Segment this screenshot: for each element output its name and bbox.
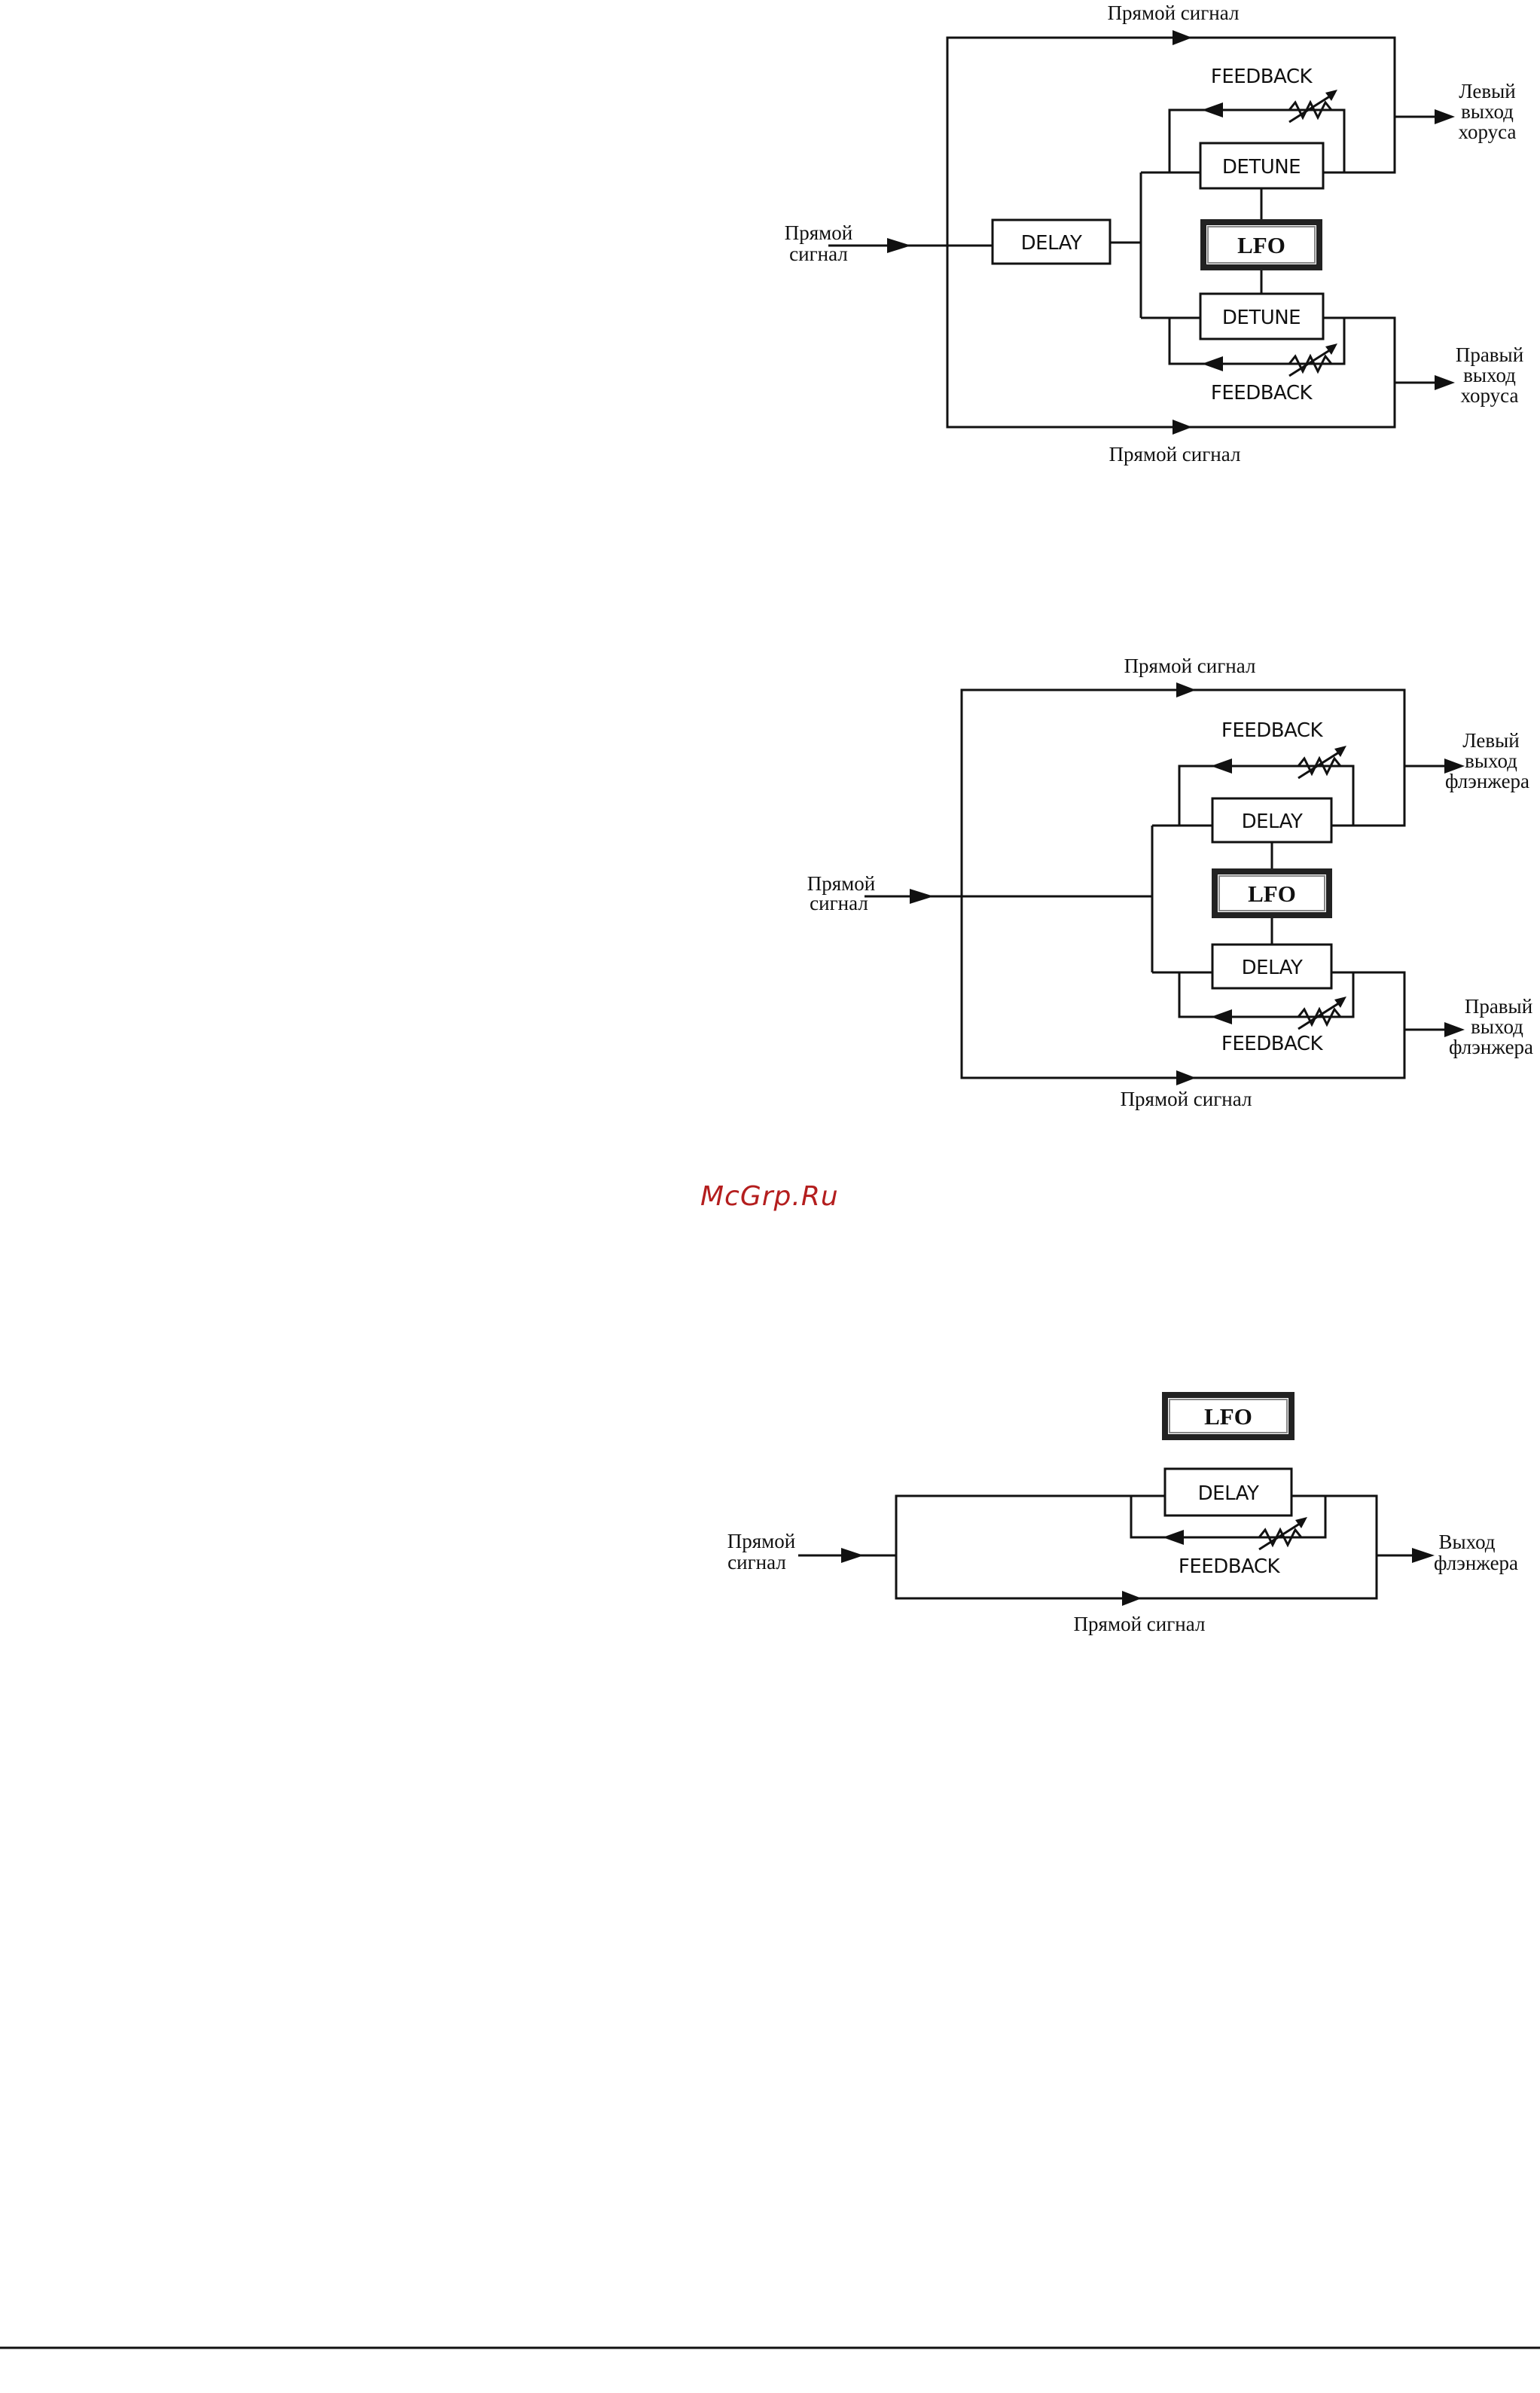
chorus-out-left-1: Левый [1459,80,1515,102]
chorus-dry-top-arrow [1173,30,1192,45]
chorus-feedback-bottom-label: FEEDBACK [1211,382,1313,404]
stereo-flanger-lfo-label: LFO [1248,881,1296,907]
chorus-feedback-bottom-loop [1168,316,1346,365]
mono-flanger-lfo-box [1162,1392,1295,1440]
stereo-flanger-input-label-1: Прямой [807,872,875,895]
chorus-dry-bottom-label: Прямой сигнал [1109,443,1241,465]
stereo-flanger-dry-bottom-label: Прямой сигнал [1121,1088,1252,1110]
mono-flanger-dry-bottom-label: Прямой сигнал [1074,1613,1206,1635]
mono-flanger-input-label-1: Прямой [727,1530,795,1552]
stereo-flanger-delay-top-box [1211,797,1333,844]
chorus-feedback-bottom-pot-icon [1288,343,1337,377]
stereo-flanger-delay-bottom-box [1211,943,1333,990]
mono-flanger-dry-path [895,1494,1165,1555]
stereo-flanger-input-label-2: сигнал [810,892,868,914]
chorus-lfo-label: LFO [1237,232,1285,258]
mono-flanger-lfo-label: LFO [1204,1403,1252,1430]
chorus-dry-path [946,36,1396,242]
mono-flanger-output-arrow [1412,1548,1435,1563]
stereo-flanger-out-left-2: выход [1465,749,1517,772]
stereo-flanger-dry-top-label: Прямой сигнал [1124,655,1256,677]
chorus-out-left-2: выход [1461,100,1514,123]
chorus-out-right-1: Правый [1456,343,1523,366]
chorus-input-label-1: Прямой [785,221,852,244]
chorus-feedback-top-label: FEEDBACK [1211,66,1313,88]
mono-flanger-delay-label: DELAY [1198,1482,1259,1505]
chorus-out-right-2: выход [1463,364,1516,386]
chorus-lfo-box [1200,219,1322,270]
chorus-diagram: DELAY DETUNE DETUNE LFO FEEDBACK FEEDBAC… [785,2,1523,465]
chorus-dry-top-label: Прямой сигнал [1108,2,1240,24]
stereo-flanger-delay-bottom-label: DELAY [1242,957,1303,979]
chorus-delay-label: DELAY [1021,232,1082,255]
mono-flanger-input-label-2: сигнал [727,1551,786,1573]
mono-flanger-output-label-2: флэнжера [1434,1552,1518,1574]
mono-flanger-input-arrow [841,1548,864,1563]
stereo-flanger-dry-path [960,688,1406,896]
stereo-flanger-delay-top-label: DELAY [1242,810,1303,833]
chorus-out-right-3: хоруса [1461,384,1519,407]
chorus-out-left-3: хоруса [1459,121,1517,143]
stereo-flanger-feedback-bottom-pot-icon [1297,997,1346,1030]
stereo-flanger-feedback-top-label: FEEDBACK [1221,719,1324,742]
mono-flanger-feedback-label: FEEDBACK [1179,1555,1281,1578]
chorus-input-label-2: сигнал [789,243,848,265]
stereo-flanger-out-right-1: Правый [1465,995,1532,1018]
mono-flanger-diagram: LFO DELAY FEEDBACK Прямой сигнал Выход ф… [727,1392,1518,1635]
chorus-delay-box [991,218,1112,265]
stereo-flanger-out-right-2: выход [1471,1015,1523,1038]
chorus-input-arrow [887,238,911,253]
stereo-flanger-diagram: DELAY DELAY LFO FEEDBACK FEEDBACK [807,655,1533,1110]
mono-flanger-feedback-loop [1130,1494,1327,1539]
stereo-flanger-input-arrow [910,889,934,904]
stereo-flanger-out-left-1: Левый [1462,729,1519,752]
stereo-flanger-out-left-3: флэнжера [1445,770,1529,792]
mono-flanger-output-label-1: Выход [1438,1531,1495,1553]
chorus-feedback-top-pot-icon [1288,90,1337,124]
stereo-flanger-feedback-top-pot-icon [1297,746,1346,780]
stereo-flanger-lfo-box [1212,868,1332,918]
chorus-dry-bottom-arrow [1173,420,1192,435]
chorus-feedback-top-loop [1168,108,1346,174]
stereo-flanger-feedback-bottom-label: FEEDBACK [1221,1033,1324,1055]
mono-flanger-feedback-pot-icon [1258,1517,1307,1551]
stereo-flanger-out-right-3: флэнжера [1449,1036,1533,1058]
watermark-text: McGrp.Ru [700,1181,839,1212]
chorus-detune-top-label: DETUNE [1222,156,1301,179]
mono-flanger-delay-box [1163,1467,1293,1517]
chorus-detune-bottom-label: DETUNE [1222,307,1301,329]
